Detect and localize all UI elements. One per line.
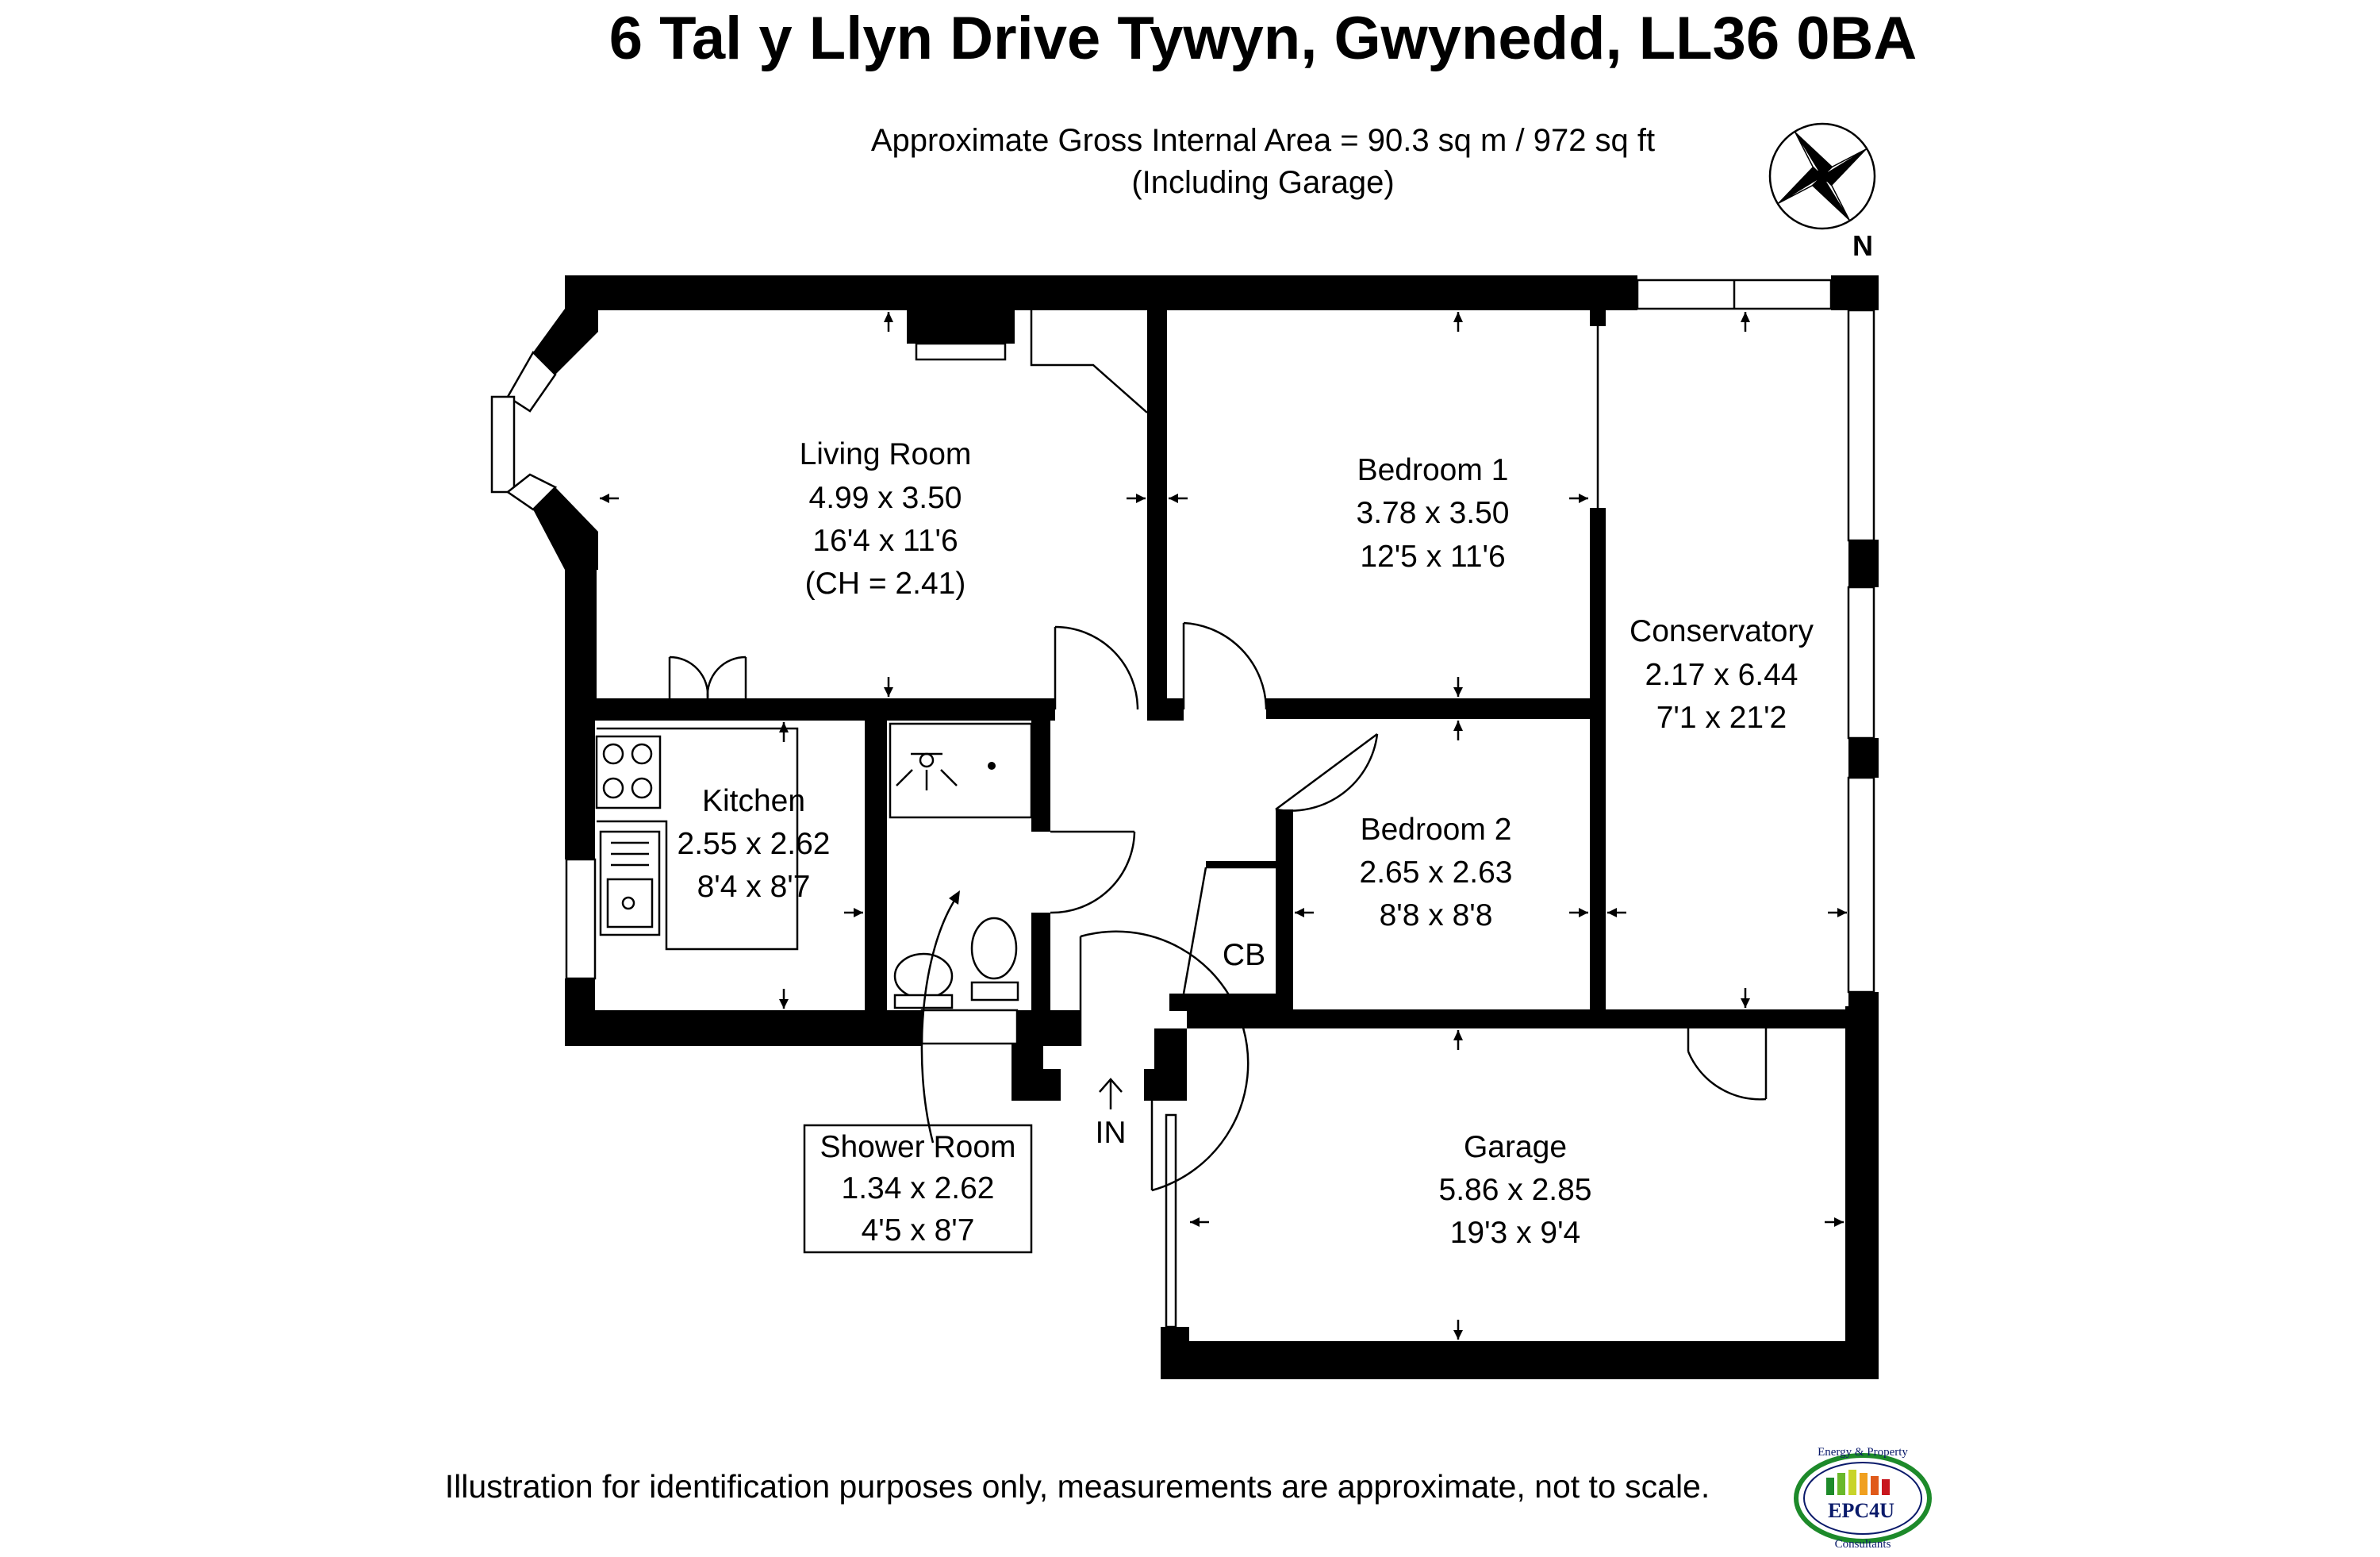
room-name: CB: [1223, 938, 1265, 972]
area-note: (Including Garage): [1131, 165, 1394, 200]
room-name: Shower Room: [820, 1130, 1015, 1164]
room-name: Living Room: [800, 437, 972, 471]
room-conservatory: Conservatory 2.17 x 6.44 7'1 x 21'2: [1630, 614, 1814, 735]
room-shower-room: Shower Room 1.34 x 2.62 4'5 x 8'7: [803, 1124, 1033, 1254]
room-kitchen: Kitchen 2.55 x 2.62 8'4 x 8'7: [678, 784, 831, 904]
toilet-icon: [970, 917, 1019, 1001]
compass-icon: [1768, 122, 1876, 230]
gross-internal-area: Approximate Gross Internal Area = 90.3 s…: [871, 123, 1655, 158]
kitchen-worktop: [597, 727, 799, 951]
room-imperial: 7'1 x 21'2: [1656, 701, 1787, 735]
entrance-label: IN: [1096, 1116, 1127, 1150]
north-label: N: [1852, 229, 1873, 262]
shower-tray-icon: [889, 722, 1033, 819]
room-name: Kitchen: [702, 784, 805, 818]
room-metric: 2.65 x 2.63: [1360, 855, 1513, 890]
windows: [490, 279, 1875, 1328]
doors: [668, 310, 1768, 1192]
sink-icon: [599, 830, 661, 936]
room-name: Garage: [1464, 1130, 1567, 1164]
room-metric: 3.78 x 3.50: [1357, 496, 1510, 530]
room-bedroom-1: Bedroom 1 3.78 x 3.50 12'5 x 11'6: [1357, 453, 1510, 574]
room-name: Bedroom 2: [1361, 813, 1512, 847]
logo-top-text: Energy & Property: [1818, 1446, 1908, 1459]
room-imperial: 12'5 x 11'6: [1360, 540, 1505, 574]
room-bedroom-2: Bedroom 2 2.65 x 2.63 8'8 x 8'8: [1360, 813, 1513, 932]
room-imperial: 16'4 x 11'6: [812, 524, 958, 558]
room-ceiling-height: (CH = 2.41): [805, 567, 966, 601]
entrance-arrow-icon: [1099, 1078, 1123, 1109]
room-imperial: 4'5 x 8'7: [862, 1213, 975, 1248]
logo-name: EPC4U: [1828, 1499, 1894, 1522]
room-name: Conservatory: [1630, 614, 1814, 648]
basin-icon: [893, 952, 954, 1009]
walls: [533, 275, 1879, 1379]
room-imperial: 8'4 x 8'7: [697, 870, 811, 904]
room-metric: 4.99 x 3.50: [809, 481, 962, 515]
room-cupboard: CB: [1223, 938, 1265, 972]
hob-icon: [595, 735, 662, 809]
room-metric: 5.86 x 2.85: [1439, 1173, 1592, 1207]
logo-bottom-text: Consultants: [1835, 1538, 1891, 1551]
room-living-room: Living Room 4.99 x 3.50 16'4 x 11'6 (CH …: [800, 437, 972, 601]
dimension-arrows: [600, 312, 1847, 1340]
fireplace-icon: [907, 310, 1015, 361]
room-name: Bedroom 1: [1357, 453, 1509, 487]
room-imperial: 8'8 x 8'8: [1380, 898, 1493, 932]
room-garage: Garage 5.86 x 2.85 19'3 x 9'4: [1439, 1130, 1592, 1250]
room-imperial: 19'3 x 9'4: [1450, 1216, 1581, 1250]
disclaimer: Illustration for identification purposes…: [445, 1468, 1710, 1505]
room-metric: 1.34 x 2.62: [842, 1171, 995, 1205]
epc4u-logo: EPC4U Energy & Property Consultants: [1794, 1446, 1932, 1551]
property-address: 6 Tal y Llyn Drive Tywyn, Gwynedd, LL36 …: [609, 5, 1917, 72]
room-metric: 2.55 x 2.62: [678, 827, 831, 861]
room-metric: 2.17 x 6.44: [1645, 658, 1798, 692]
